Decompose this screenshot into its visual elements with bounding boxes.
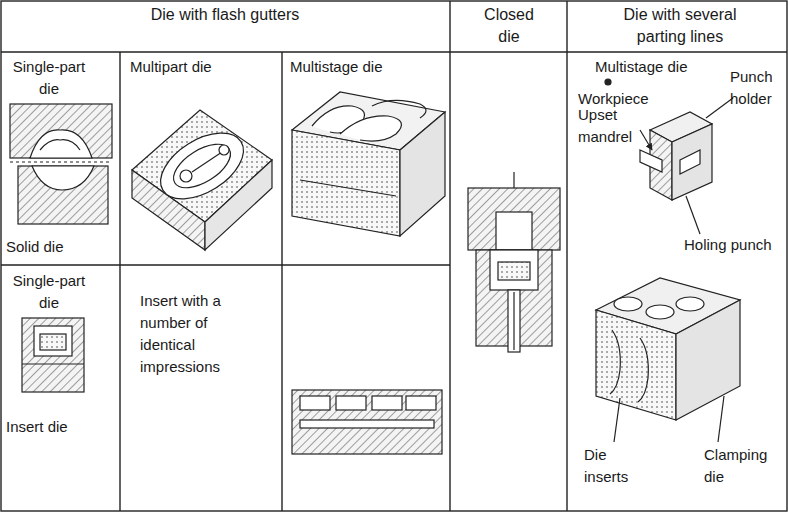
multistage-die-figure — [292, 92, 445, 236]
closed-die-figure — [468, 172, 560, 352]
table-cell-label: Insert with a number of identical impres… — [140, 290, 230, 378]
table-cell-label: Punch holder — [730, 66, 786, 110]
table-cell-label: Single-part die — [4, 270, 94, 314]
table-cell-label: Holing punch — [684, 234, 784, 256]
table-cell-label: Multistage die — [290, 56, 445, 78]
column-heading: Die with flash gutters — [150, 4, 300, 26]
table-cell-label: Clamping die — [704, 444, 784, 488]
table-cell-label: Multipart die — [130, 56, 278, 78]
insert-die-figure — [22, 318, 84, 392]
table-cell-label: Solid die — [6, 236, 116, 258]
table-cell-label: Upset mandrel — [578, 104, 644, 148]
column-heading: Die with several parting lines — [600, 4, 760, 48]
clamping-die-figure — [596, 278, 740, 442]
column-heading: Closed die — [473, 4, 545, 48]
multi-impression-insert-figure — [292, 390, 442, 454]
table-cell-label: Single-part die — [4, 56, 94, 100]
table-cell-label: Die inserts — [584, 444, 646, 488]
table-cell-label: Insert die — [6, 416, 116, 438]
solid-die-figure — [10, 104, 112, 224]
table-cell-label: Multistage die — [595, 56, 745, 78]
multipart-die-figure — [132, 110, 272, 250]
